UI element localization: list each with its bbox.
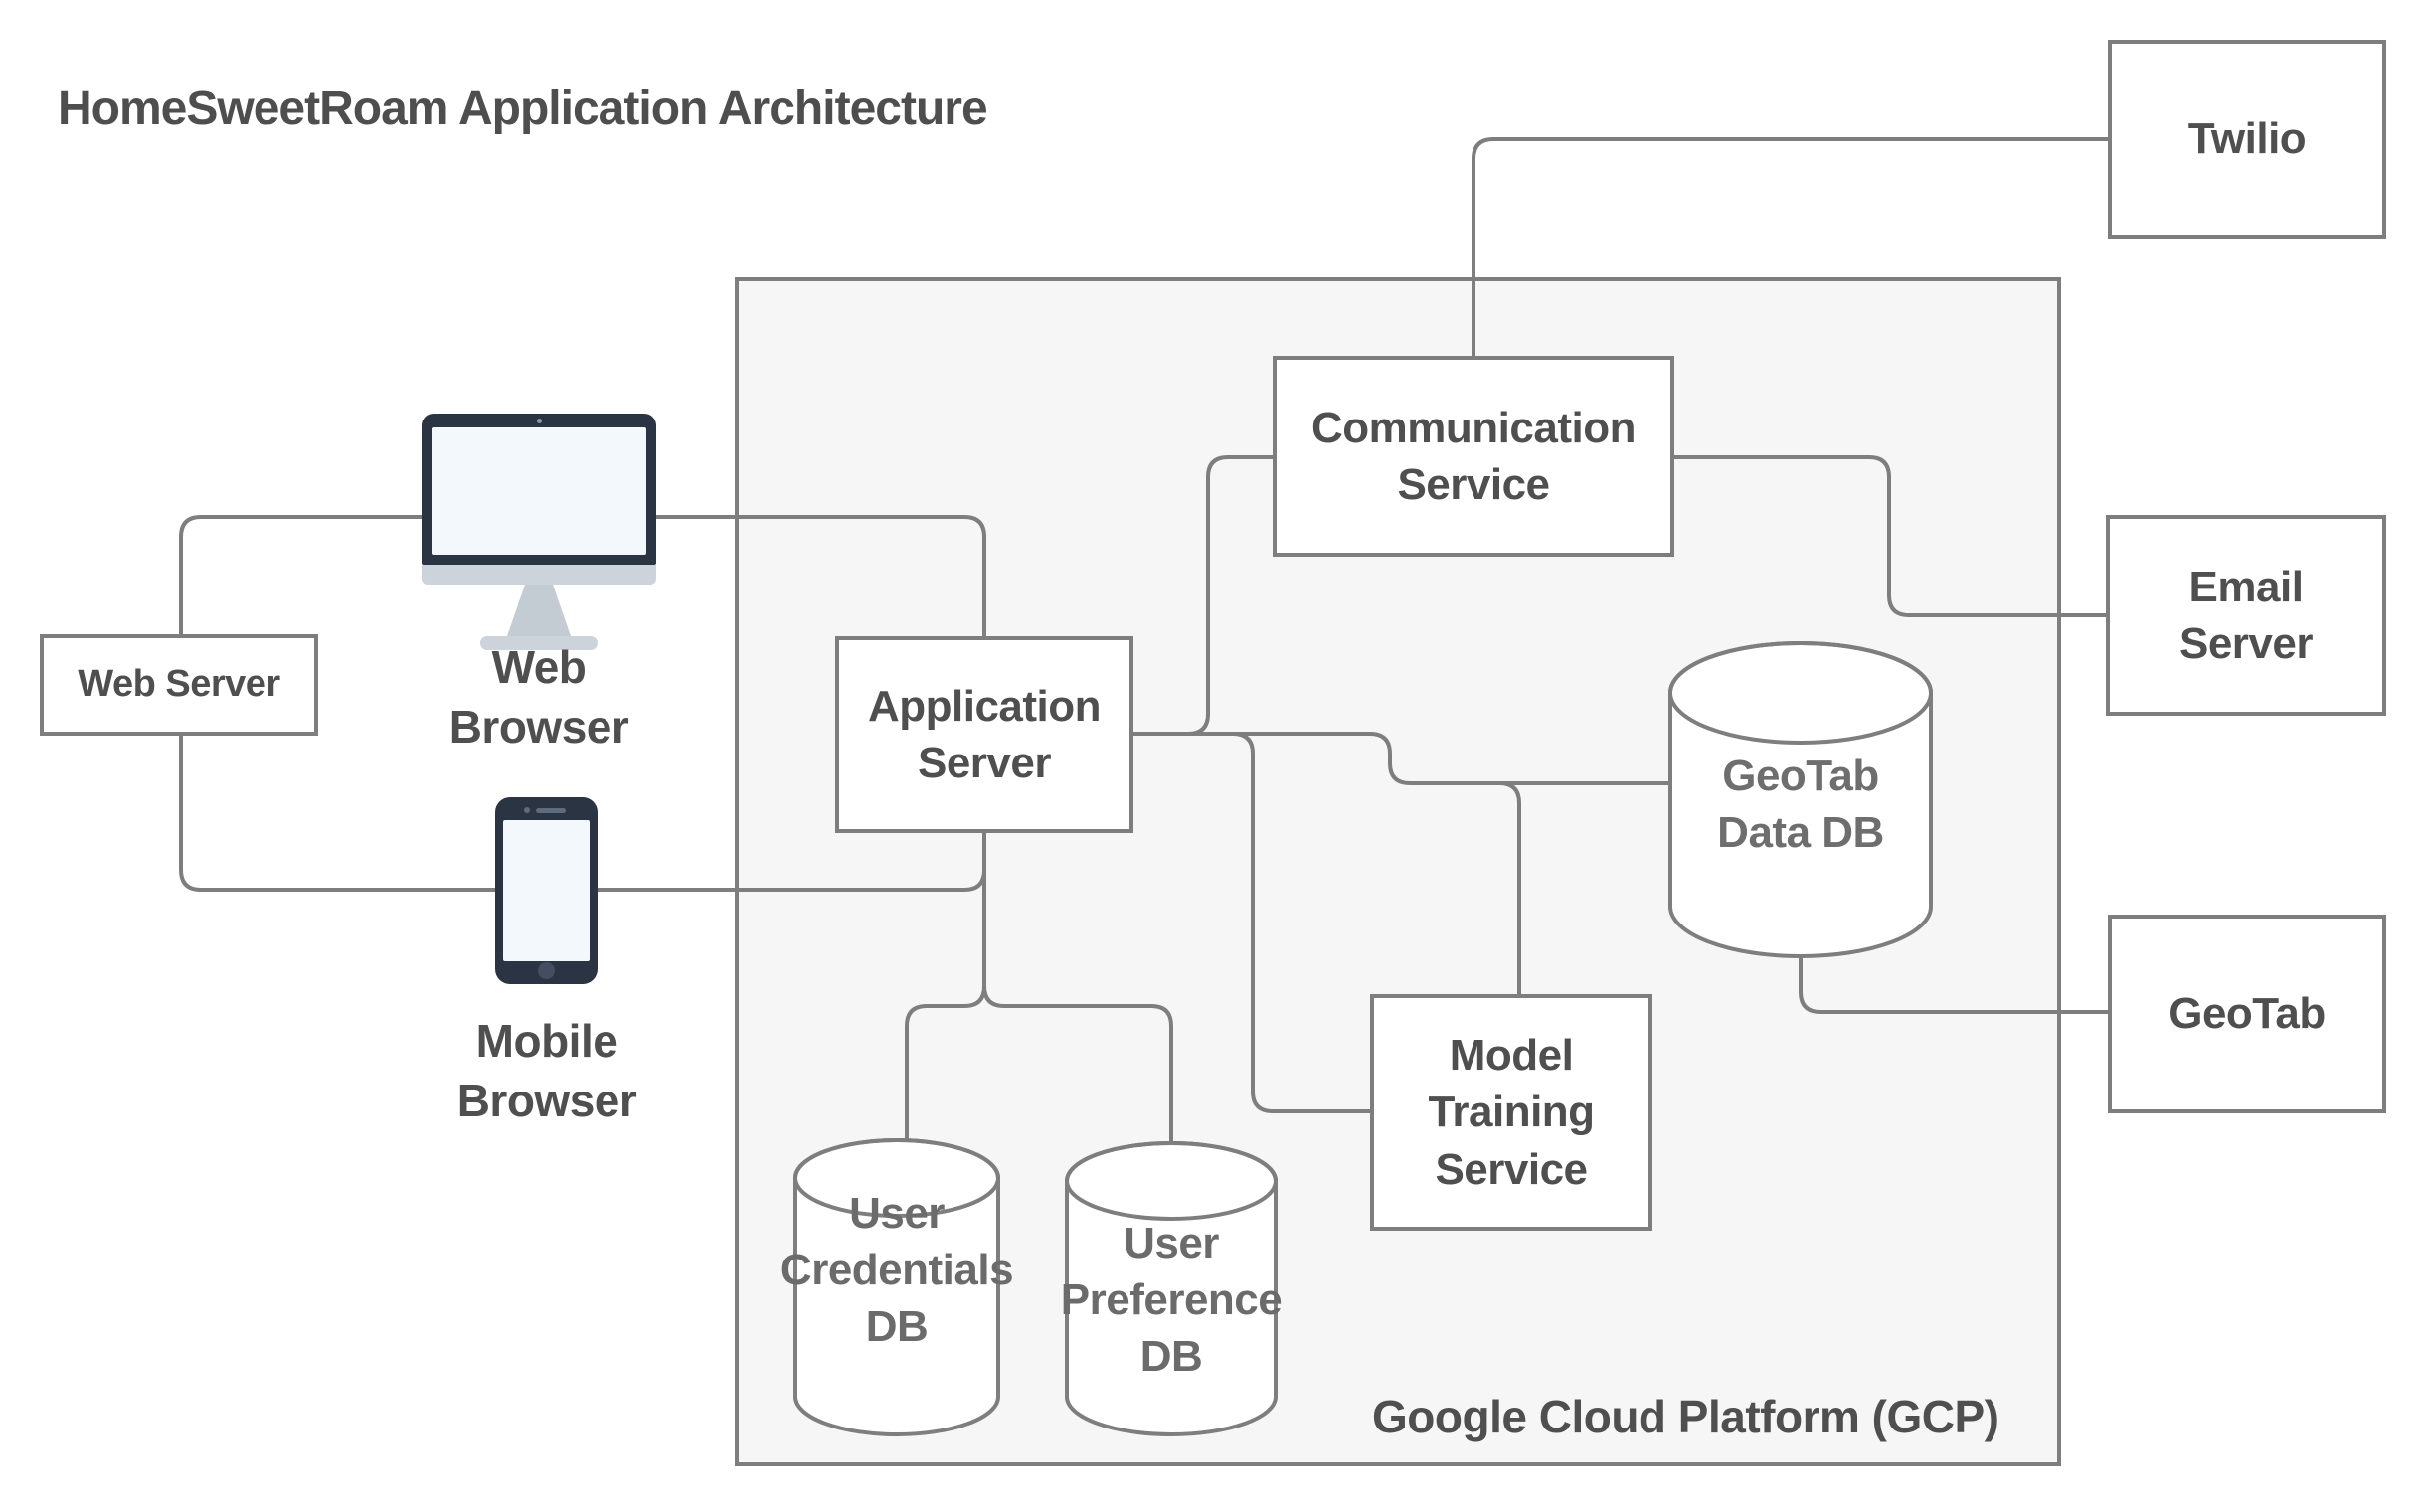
- user-preference-db-label: User Preference DB: [1060, 1219, 1283, 1382]
- user-preference-db-cylinder-rim: [1065, 1141, 1278, 1221]
- phone-camera-dot: [524, 807, 530, 813]
- model-training-service-label: Model Training Service: [1428, 1031, 1595, 1194]
- monitor-chin: [422, 565, 656, 585]
- monitor-base: [480, 636, 598, 650]
- geotab-data-db-label: GeoTab Data DB: [1717, 752, 1884, 858]
- monitor-stand: [507, 585, 571, 636]
- web-server-label: Web Server: [78, 663, 280, 706]
- monitor-screen: [432, 427, 646, 555]
- phone-screen: [503, 820, 590, 961]
- user-credentials-db-label: User Credentials DB: [780, 1189, 1014, 1352]
- edge-webserver-mobilebrowser: [179, 736, 495, 892]
- node-application-server: Application Server: [835, 636, 1133, 833]
- edge-commservice-emailserver: [1674, 455, 2106, 617]
- geotab-data-db-cylinder-rim: [1668, 641, 1933, 745]
- gcp-label: Google Cloud Platform (GCP): [1372, 1391, 1999, 1442]
- web-browser-monitor-icon: [422, 414, 656, 657]
- mobile-browser-label: Mobile Browser: [456, 1015, 637, 1126]
- edge-appserver-preferencedb: [982, 985, 1173, 1143]
- node-communication-service: Communication Service: [1273, 356, 1674, 557]
- node-geotab: GeoTab: [2108, 915, 2386, 1113]
- edge-geotabdb-geotab: [1799, 934, 2108, 1014]
- phone-speaker: [536, 808, 566, 813]
- user-credentials-db-cylinder-rim: [793, 1138, 1000, 1218]
- application-server-label: Application Server: [867, 681, 1102, 787]
- monitor-camera-dot: [537, 419, 542, 423]
- node-email-server: Email Server: [2106, 515, 2386, 716]
- node-twilio: Twilio: [2108, 40, 2386, 239]
- edge-webbrowser-appserver: [656, 515, 986, 636]
- edge-appserver-credentialsdb: [905, 985, 986, 1143]
- edge-appserver-modeltraining: [1232, 732, 1370, 1113]
- web-browser-label: Web Browser: [448, 641, 629, 753]
- diagram-title: HomeSweetRoam Application Architecture: [58, 83, 988, 135]
- twilio-label: Twilio: [2187, 114, 2307, 164]
- node-web-server: Web Server: [40, 634, 318, 736]
- mobile-browser-phone-icon: [495, 797, 598, 984]
- geotab-label: GeoTab: [2168, 989, 2326, 1039]
- edge-webserver-webbrowser: [179, 515, 423, 634]
- communication-service-label: Communication Service: [1311, 403, 1636, 509]
- edge-commservice-twilio: [1472, 137, 2108, 356]
- email-server-label: Email Server: [2178, 562, 2314, 668]
- edge-appserver-geotabdb: [1133, 732, 1670, 785]
- edge-geotabdb-modeltraining: [1498, 781, 1521, 996]
- node-model-training-service: Model Training Service: [1370, 994, 1652, 1231]
- phone-home-button: [538, 962, 555, 979]
